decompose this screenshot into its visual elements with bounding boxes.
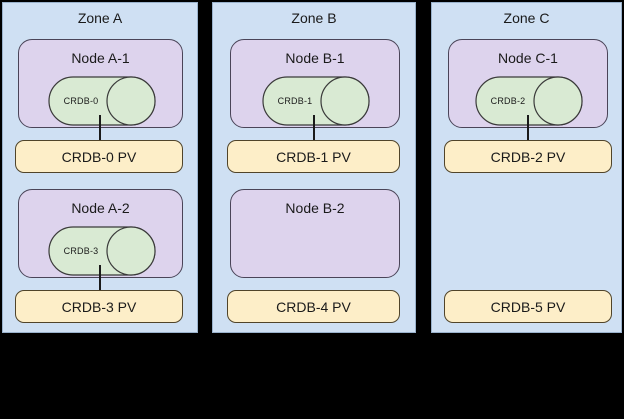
zone-a: Zone A Node A-1 CRDB-0 CRDB-0 PV Node A-… (2, 2, 198, 333)
zone-c: Zone C Node C-1 CRDB-2 CRDB-2 PV CRDB-5 … (431, 2, 622, 333)
node-b-1-title: Node B-1 (285, 50, 345, 66)
cylinder-shape (475, 76, 583, 126)
pv-crdb-2[interactable]: CRDB-2 PV (444, 140, 612, 173)
cylinder-shape (48, 76, 156, 126)
node-c-1[interactable]: Node C-1 CRDB-2 (448, 39, 608, 128)
connector-crdb-3-to-pv (99, 265, 101, 292)
node-b-2[interactable]: Node B-2 (230, 189, 400, 278)
node-a-2[interactable]: Node A-2 CRDB-3 (18, 189, 183, 278)
node-a-2-title: Node A-2 (71, 200, 130, 216)
connector-crdb-2-to-pv (527, 115, 529, 142)
pv-crdb-1[interactable]: CRDB-1 PV (227, 140, 400, 173)
database-crdb-3[interactable]: CRDB-3 (48, 226, 156, 276)
database-crdb-2[interactable]: CRDB-2 (475, 76, 583, 126)
database-crdb-0[interactable]: CRDB-0 (48, 76, 156, 126)
node-a-1-title: Node A-1 (71, 50, 130, 66)
zone-b: Zone B Node B-1 CRDB-1 CRDB-1 PV Node B-… (212, 2, 416, 333)
connector-crdb-0-to-pv (99, 115, 101, 142)
pv-crdb-5[interactable]: CRDB-5 PV (444, 290, 612, 323)
pv-crdb-4[interactable]: CRDB-4 PV (227, 290, 400, 323)
connector-crdb-1-to-pv (313, 115, 315, 142)
database-crdb-1[interactable]: CRDB-1 (262, 76, 370, 126)
node-b-1[interactable]: Node B-1 CRDB-1 (230, 39, 400, 128)
node-a-1[interactable]: Node A-1 CRDB-0 (18, 39, 183, 128)
zone-b-title: Zone B (291, 10, 337, 26)
zone-c-title: Zone C (503, 10, 550, 26)
zone-a-title: Zone A (77, 10, 123, 26)
pv-crdb-0[interactable]: CRDB-0 PV (15, 140, 183, 173)
node-c-1-title: Node C-1 (498, 50, 558, 66)
cylinder-shape (48, 226, 156, 276)
pv-crdb-3[interactable]: CRDB-3 PV (15, 290, 183, 323)
node-b-2-title: Node B-2 (285, 200, 345, 216)
cylinder-shape (262, 76, 370, 126)
